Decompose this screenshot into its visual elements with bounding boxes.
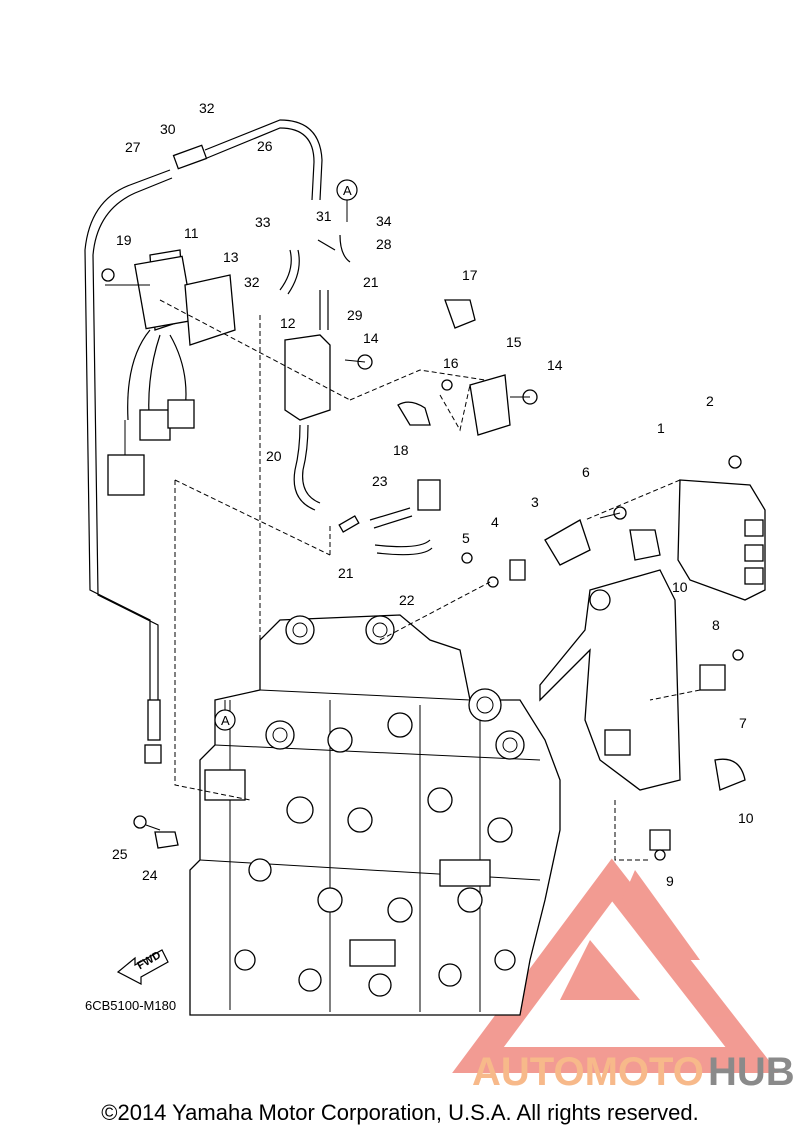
callout-29: 29: [347, 307, 363, 323]
diagram-part-code: 6CB5100-M180: [85, 998, 176, 1013]
callout-10a: 10: [672, 579, 688, 595]
callout-26: 26: [257, 138, 273, 154]
callout-17: 17: [462, 267, 478, 283]
hose-assembly: [279, 234, 473, 564]
callout-9: 9: [666, 873, 674, 889]
callout-32a: 32: [199, 100, 215, 116]
bolt-clamp-lower: [133, 815, 179, 849]
callout-33: 33: [255, 214, 271, 230]
callout-10b: 10: [738, 810, 754, 826]
watermark-brand-part1: AUTOMOTO: [472, 1050, 704, 1094]
callout-labels: 1 2 3 4 5 6 7 8 9 10 10 11 12 13 14 14 1…: [112, 100, 754, 889]
mount-bracket: [344, 299, 538, 436]
callout-18: 18: [393, 442, 409, 458]
callout-20: 20: [266, 448, 282, 464]
copyright-notice: ©2014 Yamaha Motor Corporation, U.S.A. A…: [101, 1100, 699, 1125]
callout-11: 11: [184, 225, 199, 241]
callout-28: 28: [376, 236, 392, 252]
ecu-assembly: [487, 455, 766, 861]
forward-arrow: FWD: [116, 949, 169, 985]
fuel-hose-loop: [84, 119, 323, 764]
callout-7: 7: [739, 715, 747, 731]
callout-13: 13: [223, 249, 239, 265]
reference-mark-lower: A: [214, 700, 236, 731]
callout-3: 3: [531, 494, 539, 510]
engine-block: [189, 614, 561, 1016]
callout-6: 6: [582, 464, 590, 480]
reference-lines: [159, 299, 701, 861]
callout-5: 5: [462, 530, 470, 546]
callout-30: 30: [160, 121, 176, 137]
connector-assembly: [101, 249, 236, 496]
callout-34: 34: [376, 213, 392, 229]
reference-mark-label: A: [343, 183, 352, 198]
reference-mark-top: A: [336, 179, 358, 222]
callout-23: 23: [372, 473, 388, 489]
callout-27: 27: [125, 139, 141, 155]
callout-2: 2: [706, 393, 714, 409]
watermark-text: AUTOMOTO HUB: [472, 1050, 795, 1094]
callout-31: 31: [316, 208, 332, 224]
reference-mark-label: A: [221, 713, 230, 728]
callout-21a: 21: [363, 274, 379, 290]
callout-12: 12: [280, 315, 296, 331]
callout-8: 8: [712, 617, 720, 633]
callout-14a: 14: [363, 330, 379, 346]
watermark-brand-part2: HUB: [708, 1050, 795, 1094]
callout-19: 19: [116, 232, 132, 248]
callout-24: 24: [142, 867, 158, 883]
callout-25: 25: [112, 846, 128, 862]
callout-4: 4: [491, 514, 499, 530]
watermark-logo: [452, 858, 779, 1073]
callout-14b: 14: [547, 357, 563, 373]
callout-21b: 21: [338, 565, 354, 581]
callout-15: 15: [506, 334, 522, 350]
callout-32b: 32: [244, 274, 260, 290]
callout-16: 16: [443, 355, 459, 371]
callout-22: 22: [399, 592, 415, 608]
callout-1: 1: [657, 420, 665, 436]
